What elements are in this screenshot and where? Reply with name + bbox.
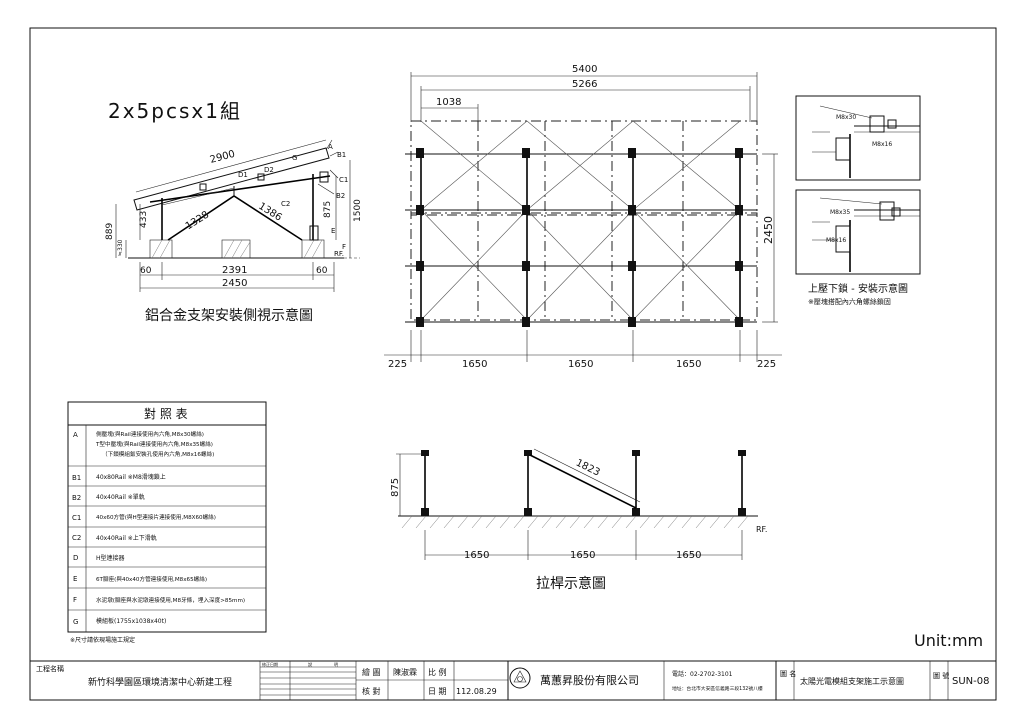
row-b1-code: B1 <box>72 474 81 482</box>
row-d-code: D <box>73 554 78 562</box>
dim-5266: 5266 <box>572 79 597 90</box>
rev-desc-header-2: 明 <box>334 662 338 667</box>
side-view <box>115 139 360 292</box>
rev-desc-header-1: 說 <box>308 661 312 667</box>
dim-889: 889 <box>105 223 115 240</box>
row-e-line1: 6T腳座(與40x40方管連接使用,M8x65螺絲) <box>96 575 207 583</box>
row-d-line1: H型連接器 <box>96 554 125 562</box>
dim-2450: 2450 <box>222 278 247 289</box>
dim-2391: 2391 <box>222 265 247 276</box>
title-block <box>30 660 996 700</box>
dim-5400: 5400 <box>572 64 597 75</box>
company-name: 萬蕙昇股份有限公司 <box>540 673 639 687</box>
table-title: 對 照 表 <box>144 407 188 421</box>
rod-dim-875: 875 <box>390 478 401 497</box>
dim-60-left: 60 <box>140 266 152 276</box>
subtitle: 2x5pcsx1組 <box>108 99 242 123</box>
side-rf: RF. <box>334 250 344 258</box>
row-c2-line1: 40x40Rail ※上下滑軌 <box>96 534 157 542</box>
rod-view-title: 拉桿示意圖 <box>536 575 606 592</box>
label-d1: D1 <box>238 171 248 179</box>
dim-1650-c: 1650 <box>676 359 701 370</box>
drawn-label: 繪 圖 <box>362 667 381 677</box>
label-e: E <box>331 227 335 235</box>
rod-rf: RF. <box>756 525 767 534</box>
row-b1-line1: 40x80Rail ※M8滑塊鎖上 <box>96 473 166 481</box>
label-c2: C2 <box>281 200 290 208</box>
dim-60-right: 60 <box>316 266 328 276</box>
project-name: 新竹科學園區環境清潔中心新建工程 <box>88 676 232 688</box>
row-b2-line1: 40x40Rail ※單軌 <box>96 493 145 501</box>
dim-2450-plan: 2450 <box>762 216 775 244</box>
drawing-number: SUN-08 <box>952 676 989 687</box>
unit-label: Unit:mm <box>914 631 983 650</box>
label-g: G <box>292 154 297 162</box>
row-c1-line1: 40x60方管(與H型連接片連接使用,M8X60螺絲) <box>96 513 216 521</box>
callout-m8x16-a: M8x16 <box>872 141 892 148</box>
label-a: A <box>328 143 333 151</box>
callout-m8x16-b: M8x16 <box>826 237 846 244</box>
dim-1328: 1328 <box>184 209 211 232</box>
drawing-title: 太陽光電模組支架施工示意圖 <box>800 676 904 686</box>
dim-225-right: 225 <box>757 359 776 370</box>
dim-1500: 1500 <box>353 199 363 222</box>
dim-1038: 1038 <box>436 97 461 108</box>
row-a-line2: T型中壓塊(與Rail連接使用內六角,M8x35螺絲) <box>95 440 213 448</box>
dim-433: 433 <box>139 211 149 228</box>
row-b2-code: B2 <box>72 494 81 502</box>
reference-table <box>67 401 267 633</box>
label-d2: D2 <box>264 166 274 174</box>
company-phone: 電話：02-2702-3101 <box>672 670 733 678</box>
scale-label: 比 例 <box>428 667 447 677</box>
rod-dim-1650-c: 1650 <box>676 550 701 561</box>
row-e-code: E <box>73 575 77 583</box>
drawn-by: 陳淑霖 <box>393 667 417 677</box>
date-label: 日 期 <box>428 687 447 696</box>
label-c1: C1 <box>339 176 348 184</box>
project-label: 工程名稱 <box>36 664 64 673</box>
rod-dim-1650-a: 1650 <box>464 550 489 561</box>
number-label: 圖 號 <box>933 671 949 680</box>
row-c1-code: C1 <box>72 514 81 522</box>
date-value: 112.08.29 <box>456 687 497 696</box>
dim-1386: 1386 <box>256 201 283 224</box>
dim-330: ≒330 <box>117 239 124 256</box>
row-a-line1: 側壓塊(與Rail連接使用內六角,M8x30螺絲) <box>96 430 204 438</box>
clamp-detail <box>795 95 921 275</box>
checked-label: 核 對 <box>362 686 381 696</box>
drawing-label-1: 圖 名 <box>780 669 796 678</box>
clamp-detail-note: ※壓塊搭配內六角螺絲鎖固 <box>808 297 891 306</box>
clamp-detail-title: 上壓下鎖 - 安裝示意圖 <box>808 282 908 295</box>
company-logo <box>509 667 531 689</box>
side-view-title: 鋁合金支架安裝側視示意圖 <box>145 307 313 324</box>
plan-view <box>384 72 782 362</box>
row-g-line1: 模組板(1755x1038x40t) <box>96 617 166 625</box>
row-a-code: A <box>73 431 78 439</box>
rod-view <box>396 448 758 560</box>
dim-1650-b: 1650 <box>568 359 593 370</box>
company-address: 地址：台北市大安區信義路三段132號八樓 <box>672 685 763 692</box>
dim-1650-a: 1650 <box>462 359 487 370</box>
row-c2-code: C2 <box>72 534 81 542</box>
rod-dim-1823: 1823 <box>574 458 602 479</box>
row-a-line3: （下鎖模組鈑安裝孔使用內六角,M8x16螺絲) <box>102 450 214 458</box>
rev-date-header: 修正日期 <box>262 661 278 667</box>
dim-225-left: 225 <box>388 359 407 370</box>
callout-m8x30: M8x30 <box>836 114 856 121</box>
rod-dim-1650-b: 1650 <box>570 550 595 561</box>
table-note: ※尺寸請依現場施工規定 <box>70 636 135 644</box>
row-f-line1: 水泥墩(腳座與水泥墩連接使用,M8牙條，埋入深度>85mm) <box>96 596 245 604</box>
label-f: F <box>342 243 346 251</box>
dim-875: 875 <box>323 201 333 218</box>
dim-2900: 2900 <box>209 149 236 166</box>
row-g-code: G <box>73 618 78 626</box>
callout-m8x35: M8x35 <box>830 209 850 216</box>
label-b1: B1 <box>337 151 346 159</box>
outer-border <box>29 27 997 701</box>
label-b2: B2 <box>336 192 345 200</box>
row-f-code: F <box>73 596 77 604</box>
